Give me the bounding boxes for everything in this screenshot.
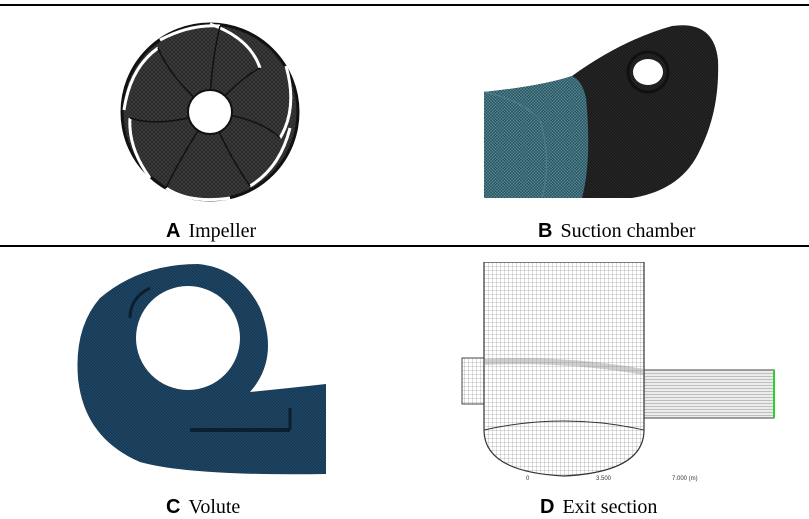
panel-letter-a: A — [166, 220, 181, 242]
panel-suction-chamber — [482, 20, 722, 200]
panel-exit-section — [456, 262, 778, 488]
volute-mesh-figure — [77, 264, 326, 475]
caption-d: D Exit section — [540, 496, 657, 519]
caption-text-c: Volute — [188, 496, 241, 518]
suction-chamber-mesh-figure — [483, 25, 719, 199]
panel-letter-b: B — [538, 220, 553, 242]
exit-section-mesh-figure — [461, 262, 775, 477]
impeller-mesh-figure — [120, 22, 300, 202]
panel-letter-d: D — [540, 496, 555, 518]
middle-rule — [0, 245, 809, 247]
caption-text-b: Suction chamber — [560, 220, 696, 242]
caption-a: A Impeller — [166, 220, 256, 243]
scale-label-0: 0 — [526, 476, 530, 482]
panel-impeller — [110, 18, 310, 208]
panel-volute — [70, 258, 340, 478]
scale-label-2: 7.000 (m) — [672, 476, 698, 482]
top-rule — [0, 4, 809, 6]
caption-c: C Volute — [166, 496, 240, 519]
scale-label-1: 3.500 — [596, 476, 612, 482]
caption-text-a: Impeller — [188, 220, 257, 242]
panel-letter-c: C — [166, 496, 181, 518]
scale-bar: 0 3.500 7.000 (m) — [526, 476, 716, 488]
caption-b: B Suction chamber — [538, 220, 695, 243]
caption-text-d: Exit section — [562, 496, 658, 518]
